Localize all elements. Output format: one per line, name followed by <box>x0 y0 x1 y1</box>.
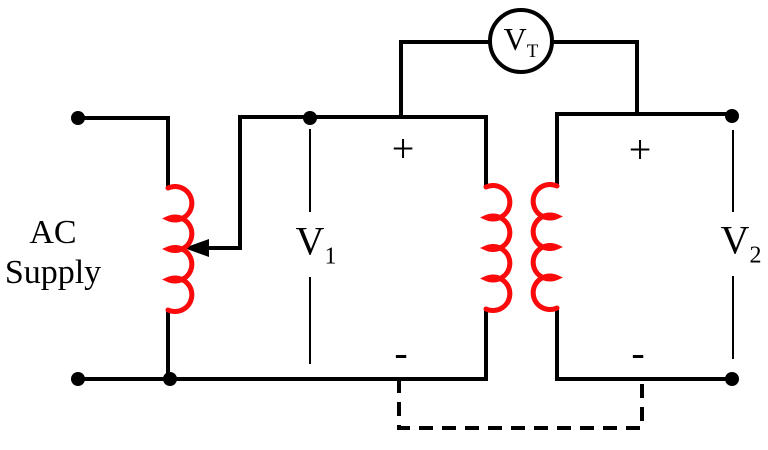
secondary-minus-sign: - <box>631 330 645 375</box>
voltmeter-right-lead <box>552 40 639 114</box>
v2-label-sub: 2 <box>749 242 762 269</box>
wiper-top-rail <box>198 115 488 250</box>
variac-bottom-junction-dot <box>163 372 177 386</box>
v1-label-sub: 1 <box>324 243 337 270</box>
ac-top-wire <box>78 116 170 189</box>
ac-supply-label-line2: Supply <box>4 254 102 291</box>
v2-label-main: V <box>720 217 750 263</box>
ground-dashed-link <box>397 379 644 430</box>
v2-bottom-terminal-dot <box>725 372 739 386</box>
voltmeter-left-lead <box>399 40 490 117</box>
v1-label-main: V <box>295 218 325 264</box>
v1-top-junction-dot <box>303 111 317 125</box>
v1-label: V1 <box>295 218 337 270</box>
secondary-top-rail <box>555 112 732 186</box>
primary-coil <box>480 182 513 314</box>
wiper-arrowhead-icon <box>184 239 209 257</box>
supply-top-terminal-dot <box>71 111 85 125</box>
primary-plus-sign: + <box>391 126 415 171</box>
vt-meter-label: VT <box>504 23 539 61</box>
secondary-coil <box>530 181 563 313</box>
v2-top-terminal-dot <box>725 109 739 123</box>
primary-bottom-rail <box>78 309 488 381</box>
variac-coil <box>162 183 195 315</box>
secondary-bottom-rail <box>555 308 732 381</box>
primary-minus-sign: - <box>394 330 408 375</box>
ac-supply-label: AC Supply <box>5 213 101 293</box>
supply-bottom-terminal-dot <box>71 372 85 386</box>
ac-supply-label-line1: AC <box>29 214 77 251</box>
v2-label: V2 <box>720 217 762 269</box>
voltmeter-circle <box>488 8 554 74</box>
vt-label-sub: T <box>526 41 539 62</box>
secondary-plus-sign: + <box>628 127 652 172</box>
vt-label-main: V <box>503 21 527 57</box>
